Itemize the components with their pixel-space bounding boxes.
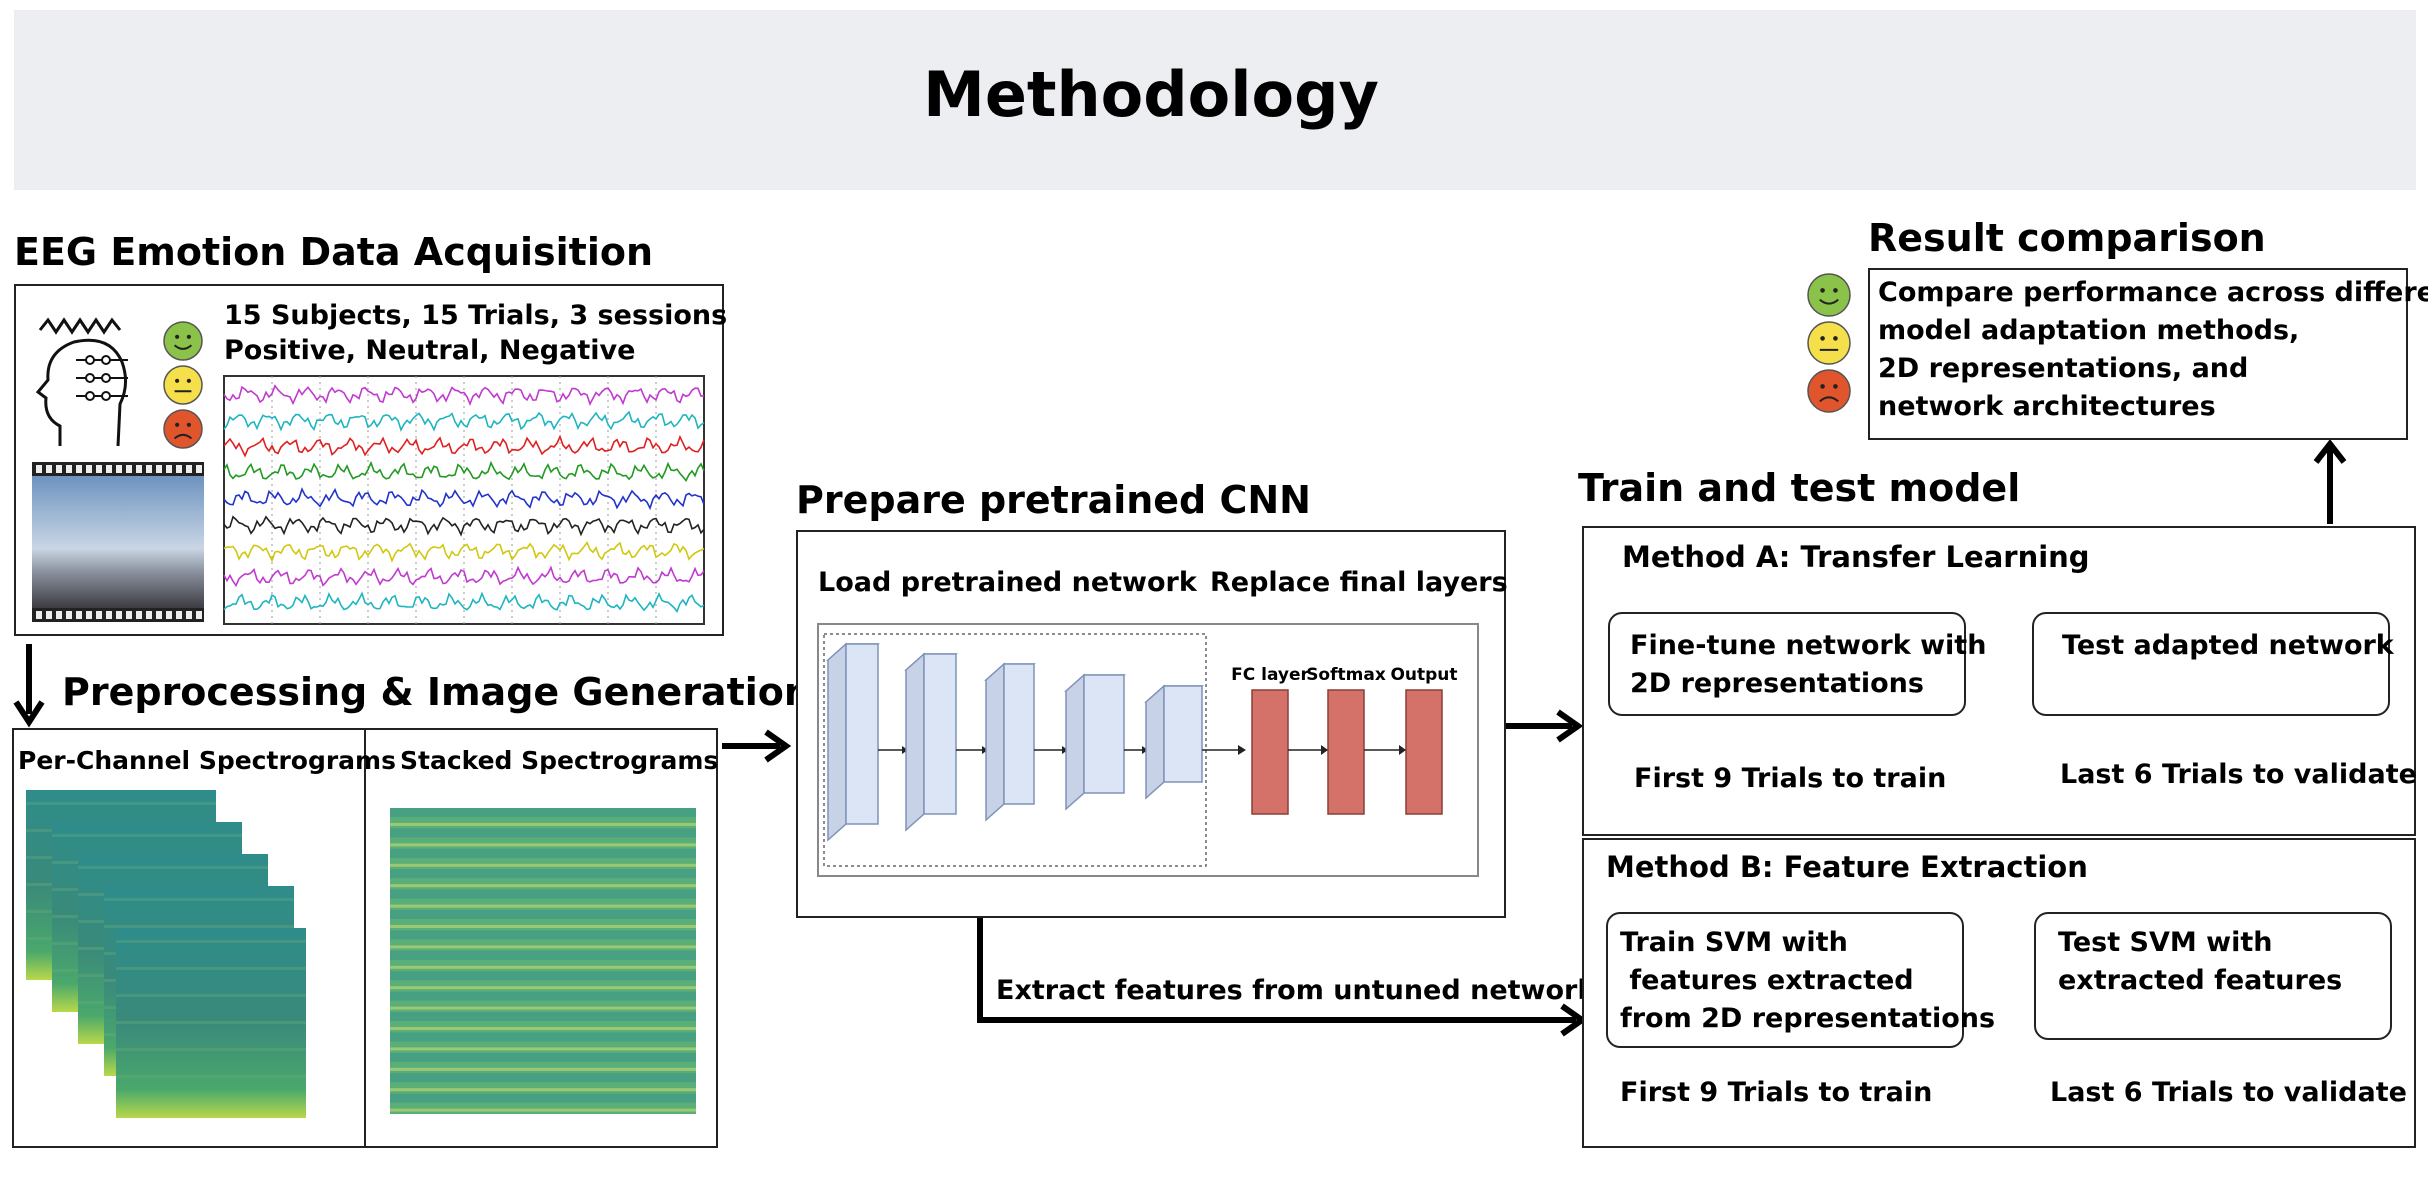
acquisition-info-line2: Positive, Neutral, Negative bbox=[224, 335, 636, 366]
result-heading: Result comparison bbox=[1868, 216, 2266, 260]
stacked-spectrograms bbox=[390, 808, 696, 1114]
preprocessing-divider bbox=[364, 728, 366, 1148]
cnn-layer-label-1: Softmax bbox=[1306, 665, 1386, 685]
cnn-layer-label-2: Output bbox=[1390, 665, 1457, 685]
method-a-title: Method A: Transfer Learning bbox=[1622, 540, 2090, 574]
eeg-signal-plot bbox=[223, 375, 705, 625]
extract-features-label: Extract features from untuned network bbox=[996, 975, 1596, 1006]
neutral-face-icon bbox=[163, 365, 203, 405]
cnn-layer-label-0: FC layer bbox=[1231, 665, 1309, 685]
train-heading: Train and test model bbox=[1578, 466, 2021, 510]
page-title: Methodology bbox=[923, 58, 1379, 131]
title-banner bbox=[14, 10, 2416, 190]
acquisition-heading: EEG Emotion Data Acquisition bbox=[14, 230, 654, 274]
per-channel-spectrograms bbox=[26, 790, 306, 1118]
method-b-validate-note: Last 6 Trials to validate bbox=[2050, 1077, 2407, 1108]
test-svm-line2: extracted features bbox=[2058, 965, 2343, 996]
fine-tune-box bbox=[1608, 612, 1966, 716]
fine-tune-line1: Fine-tune network with bbox=[1630, 630, 1987, 661]
result-line3: 2D representations, and bbox=[1878, 353, 2249, 384]
test-svm-line1: Test SVM with bbox=[2058, 927, 2273, 958]
result-line4: network architectures bbox=[1878, 391, 2216, 422]
train-svm-line3: from 2D representations bbox=[1620, 1003, 1996, 1034]
test-adapted-box bbox=[2032, 612, 2390, 716]
down-arrow-1 bbox=[13, 644, 45, 728]
replace-layers-label: Replace final layers bbox=[1210, 567, 1508, 598]
stacked-label: Stacked Spectrograms bbox=[400, 746, 719, 775]
test-svm-box bbox=[2034, 912, 2392, 1040]
film-strip-image bbox=[32, 462, 204, 622]
fine-tune-line2: 2D representations bbox=[1630, 668, 1924, 699]
positive-face-icon bbox=[1807, 273, 1851, 317]
acquisition-info-line1: 15 Subjects, 15 Trials, 3 sessions bbox=[224, 300, 728, 331]
train-svm-box bbox=[1606, 912, 1964, 1048]
method-a-validate-note: Last 6 Trials to validate bbox=[2060, 759, 2417, 790]
negative-face-icon bbox=[1807, 369, 1851, 413]
cnn-heading: Prepare pretrained CNN bbox=[796, 478, 1311, 522]
train-svm-line2: features extracted bbox=[1620, 965, 1914, 996]
positive-face-icon bbox=[163, 321, 203, 361]
up-arrow bbox=[2313, 439, 2347, 524]
train-svm-line1: Train SVM with bbox=[1620, 927, 1848, 958]
preprocessing-heading: Preprocessing & Image Generation bbox=[62, 670, 811, 714]
load-network-label: Load pretrained network bbox=[818, 567, 1197, 598]
test-adapted-label: Test adapted network bbox=[2062, 630, 2394, 661]
method-b-title: Method B: Feature Extraction bbox=[1606, 850, 2088, 884]
method-b-train-note: First 9 Trials to train bbox=[1620, 1077, 1933, 1108]
result-line2: model adaptation methods, bbox=[1878, 315, 2300, 346]
result-panel bbox=[1868, 268, 2408, 440]
per-channel-label: Per-Channel Spectrograms bbox=[18, 746, 396, 775]
result-line1: Compare performance across different bbox=[1878, 277, 2428, 308]
right-arrow-2 bbox=[1506, 709, 1584, 743]
neutral-face-icon bbox=[1807, 321, 1851, 365]
right-arrow-1 bbox=[722, 729, 792, 763]
negative-face-icon bbox=[163, 409, 203, 449]
head-brain-icon bbox=[35, 317, 128, 447]
method-a-train-note: First 9 Trials to train bbox=[1634, 763, 1947, 794]
